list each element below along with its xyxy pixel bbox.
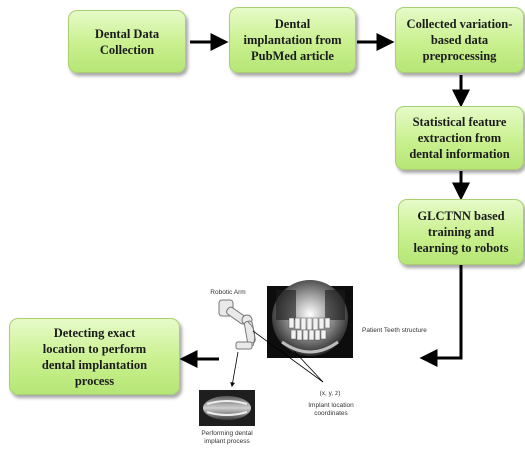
skull-ct-image <box>267 280 353 358</box>
panoramic-xray-image <box>199 390 255 426</box>
label-robotic-arm: Robotic Arm <box>210 289 246 296</box>
label-xyz-coordinates: (x, y, z) <box>319 390 341 397</box>
label-implant-location: Implant location coordinates <box>308 402 354 417</box>
pointer-robot-to-panorama <box>230 351 239 388</box>
robotic-arm-image <box>218 299 256 350</box>
pointer-coordinates-to-skull <box>293 350 324 383</box>
arrow-glctnn-to-figure <box>419 265 463 367</box>
pointer-coordinates-to-arm <box>252 330 324 383</box>
label-patient-teeth-structure: Patient Teeth structure <box>362 327 427 334</box>
label-performing-implant: Performing dental implant process <box>201 430 253 445</box>
